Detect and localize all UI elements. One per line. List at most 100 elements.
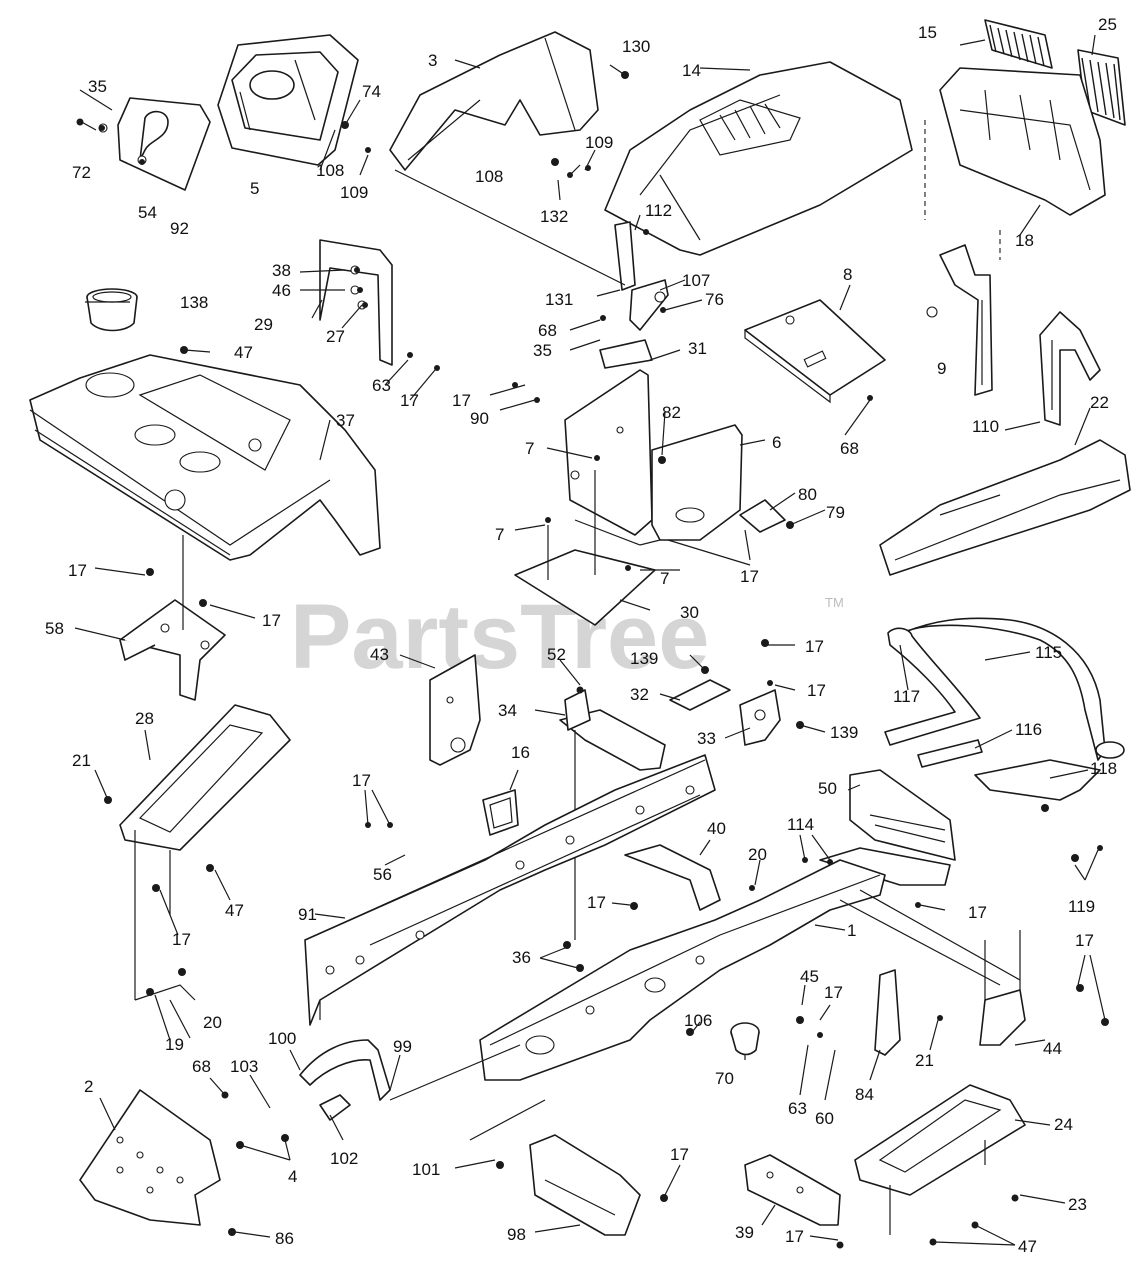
part-8-plate [744,299,886,404]
callout-108b: 108 [475,167,503,186]
callout-33: 33 [697,729,716,748]
callout-15: 15 [918,23,937,42]
fasteners [76,71,1109,1249]
part-37-dash-panel [29,354,381,561]
part-80-link [667,499,786,566]
part-22-bumper [879,439,1131,576]
callout-107: 107 [682,271,710,290]
callout-27: 27 [326,327,345,346]
callout-17j: 17 [968,903,987,922]
callout-102: 102 [330,1149,358,1168]
callout-139a: 139 [630,649,658,668]
part-3-hood-panel [389,31,599,171]
callout-76: 76 [705,290,724,309]
part-15-grille [984,19,1053,69]
part-44-bracket [979,930,1026,1046]
part-28-footrest [119,704,291,1001]
callout-17d: 17 [68,561,87,580]
callout-17o: 17 [785,1227,804,1246]
callout-63b: 63 [788,1099,807,1118]
callout-80: 80 [798,485,817,504]
part-43-plate [429,654,481,766]
callout-17g: 17 [807,681,826,700]
callout-79: 79 [826,503,845,522]
callout-35: 35 [88,77,107,96]
callout-8: 8 [843,265,852,284]
callout-118: 118 [1090,759,1117,778]
callout-7c: 7 [660,569,669,588]
callout-84: 84 [855,1085,874,1104]
part-39-bracket [744,1154,841,1226]
callout-17k: 17 [172,930,191,949]
watermark-tm: TM [825,595,844,610]
part-92-bracket [77,97,211,191]
callout-7a: 7 [525,439,534,458]
callout-130: 130 [622,37,650,56]
callout-52: 52 [547,645,566,664]
callout-68b: 68 [840,439,859,458]
callout-6: 6 [772,433,781,452]
part-110-bracket [926,244,1101,426]
callout-109b: 109 [585,133,613,152]
callout-17b: 17 [452,391,471,410]
callout-32: 32 [630,685,649,704]
part-99-rod [299,1039,546,1141]
callout-56: 56 [373,865,392,884]
part-70-bushing [730,1022,760,1056]
callout-92: 92 [170,219,189,238]
callout-9: 9 [937,359,946,378]
part-2-rear-plate [79,1089,221,1226]
callout-44: 44 [1043,1039,1062,1058]
callout-47c: 47 [1018,1237,1037,1256]
part-6-support [564,339,743,546]
leader-lines [74,34,1106,1246]
callout-112: 112 [645,201,672,220]
callout-45: 45 [800,967,819,986]
callout-17l: 17 [1075,931,1094,950]
callout-31: 31 [688,339,707,358]
callout-16: 16 [511,743,530,762]
callout-68: 68 [538,321,557,340]
callout-17i: 17 [587,893,606,912]
callout-19: 19 [165,1035,184,1054]
callout-39: 39 [735,1223,754,1242]
callout-46: 46 [272,281,291,300]
callout-34: 34 [498,701,517,720]
callout-100: 100 [268,1029,296,1048]
part-29-bracket [319,239,393,366]
part-58-bracket [119,535,226,701]
callout-72: 72 [72,163,91,182]
callout-28: 28 [135,709,154,728]
callout-110: 110 [972,417,999,436]
callout-86: 86 [275,1229,294,1248]
part-1-frame [479,859,1021,1081]
callout-40: 40 [707,819,726,838]
callout-29: 29 [254,315,273,334]
callout-23: 23 [1068,1195,1087,1214]
callout-50: 50 [818,779,837,798]
callout-63: 63 [372,376,391,395]
callout-7b: 7 [495,525,504,544]
callout-21: 21 [72,751,91,770]
part-91-frame-rail [304,754,716,1026]
callout-2: 2 [84,1077,93,1096]
callout-60: 60 [815,1109,834,1128]
callout-17c: 17 [740,567,759,586]
part-34-bracket [559,689,666,940]
callout-21b: 21 [915,1051,934,1070]
part-107-link [394,169,669,331]
callout-106: 106 [684,1011,712,1030]
callout-25: 25 [1098,15,1117,34]
callout-18: 18 [1015,231,1034,250]
part-5-dash-console [217,34,359,166]
callout-74: 74 [362,82,381,101]
part-33-bracket [739,689,781,746]
callout-14: 14 [682,61,701,80]
part-24-footrest [854,1084,1026,1235]
callout-139b: 139 [830,723,858,742]
part-84-bracket [874,969,901,1056]
callout-119: 119 [1068,897,1095,916]
callout-114: 114 [787,815,814,834]
part-14-hood [604,61,913,256]
